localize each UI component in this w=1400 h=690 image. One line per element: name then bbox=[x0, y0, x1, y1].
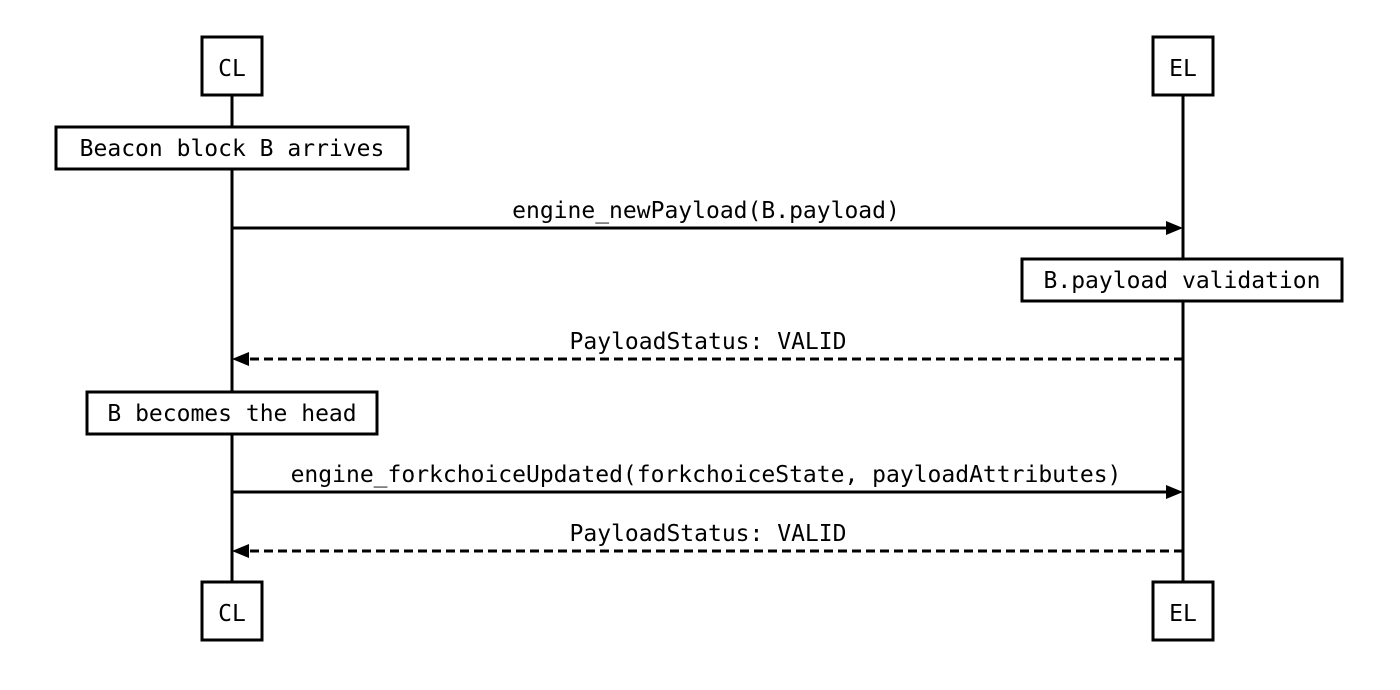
message-forkchoice-response: PayloadStatus: VALID bbox=[232, 521, 1183, 558]
message-forkchoice-updated-label: engine_forkchoiceUpdated(forkchoiceState… bbox=[291, 462, 1122, 488]
note-payload-validation: B.payload validation bbox=[1020, 257, 1344, 303]
cl-participant-top-label: CL bbox=[218, 56, 246, 82]
message-new-payload-response-label: PayloadStatus: VALID bbox=[570, 329, 847, 355]
arrowhead-left bbox=[232, 544, 249, 558]
cl-participant-bottom: CL bbox=[200, 580, 264, 642]
el-participant-top-label: EL bbox=[1169, 56, 1197, 82]
message-new-payload-response: PayloadStatus: VALID bbox=[232, 329, 1183, 366]
note-payload-validation-label: B.payload validation bbox=[1044, 268, 1321, 294]
el-participant-bottom: EL bbox=[1151, 580, 1215, 642]
el-participant-bottom-label: EL bbox=[1169, 601, 1197, 627]
arrowhead-left bbox=[232, 352, 249, 366]
message-forkchoice-response-label: PayloadStatus: VALID bbox=[570, 521, 847, 547]
cl-participant-bottom-label: CL bbox=[218, 601, 246, 627]
note-becomes-head: B becomes the head bbox=[85, 390, 379, 436]
cl-participant-top: CL bbox=[200, 35, 264, 97]
note-becomes-head-label: B becomes the head bbox=[107, 401, 356, 427]
message-new-payload: engine_newPayload(B.payload) bbox=[232, 198, 1183, 235]
message-forkchoice-updated: engine_forkchoiceUpdated(forkchoiceState… bbox=[232, 462, 1183, 499]
message-new-payload-label: engine_newPayload(B.payload) bbox=[512, 198, 900, 224]
note-beacon-block-arrives: Beacon block B arrives bbox=[54, 125, 410, 171]
arrowhead-right bbox=[1166, 221, 1183, 235]
el-participant-top: EL bbox=[1151, 35, 1215, 97]
arrowhead-right bbox=[1166, 485, 1183, 499]
note-beacon-block-arrives-label: Beacon block B arrives bbox=[80, 136, 385, 162]
